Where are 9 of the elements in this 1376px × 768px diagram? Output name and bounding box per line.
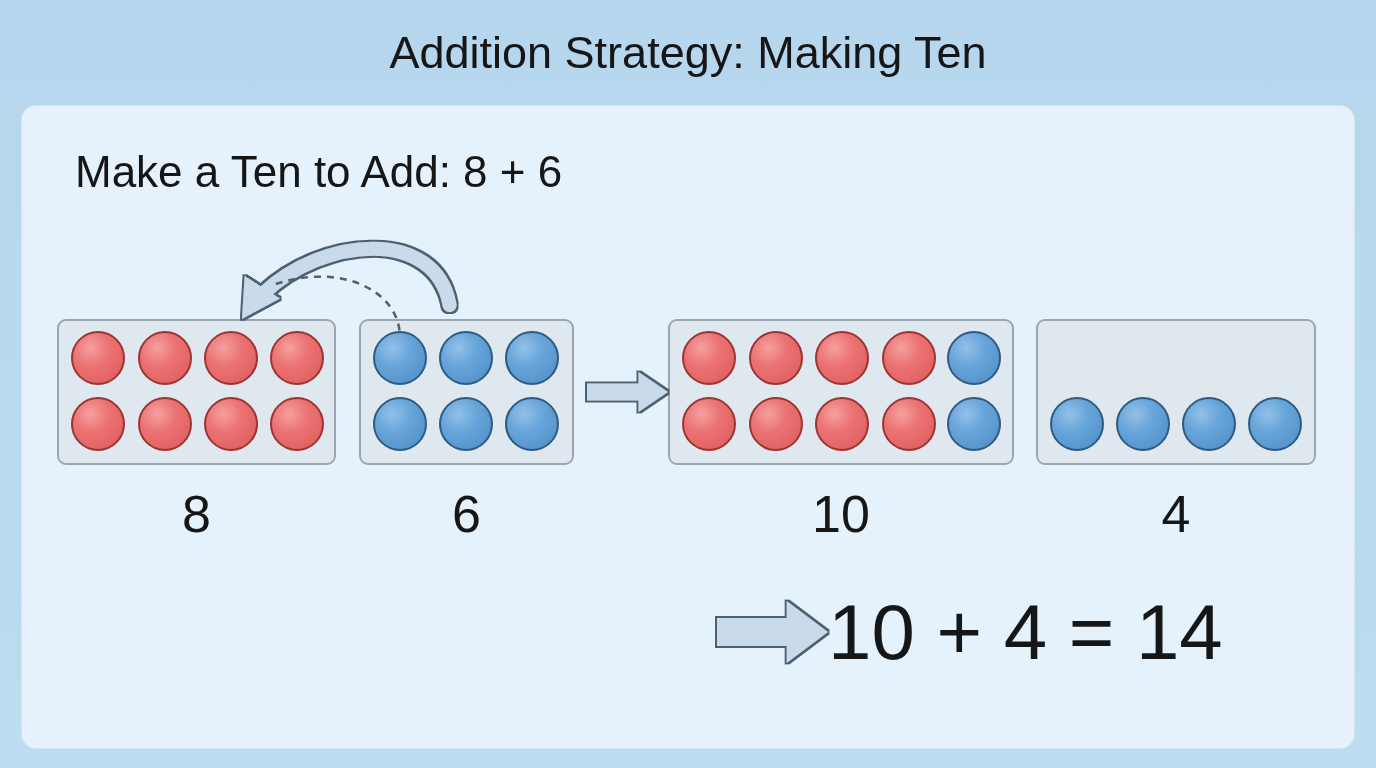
count-label: 10 — [812, 488, 870, 540]
count-label: 4 — [1161, 488, 1191, 540]
content-panel — [22, 106, 1354, 748]
equation-text: 10 + 4 = 14 — [828, 593, 1223, 671]
panel-heading: Make a Ten to Add: 8 + 6 — [75, 150, 563, 194]
count-label: 8 — [182, 488, 211, 540]
count-label: 6 — [452, 488, 481, 540]
title: Addition Strategy: Making Ten — [389, 30, 987, 75]
block-arrow — [717, 601, 828, 663]
